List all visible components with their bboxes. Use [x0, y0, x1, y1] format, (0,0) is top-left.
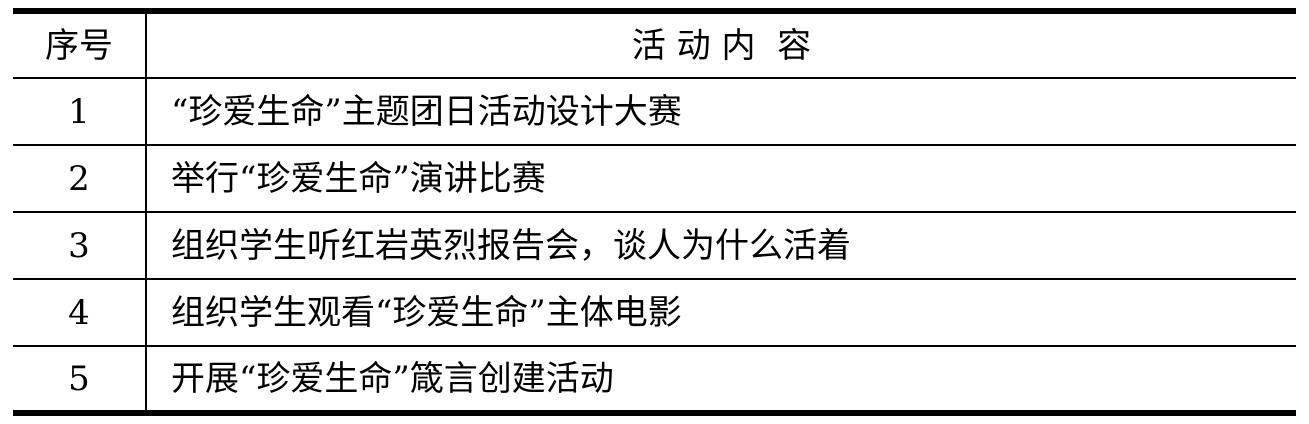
row-number: 4: [13, 279, 147, 346]
row-content: “珍爱生命”主题团日活动设计大赛: [171, 91, 682, 132]
header-content: 活 动 内 容: [146, 11, 1296, 78]
row-content: 组织学生观看“珍爱生命”主体电影: [171, 292, 682, 333]
header-number: 序号: [13, 11, 147, 78]
table-row: 2 举行“珍爱生命”演讲比赛: [13, 145, 1296, 212]
row-number: 5: [13, 346, 147, 413]
table-header: 序号 活 动 内 容: [13, 11, 1296, 78]
table-body: 1 “珍爱生命”主题团日活动设计大赛 2 举行“珍爱生命”演讲比赛 3 组织学生…: [13, 78, 1296, 413]
row-content: 举行“珍爱生命”演讲比赛: [171, 158, 546, 199]
table-row: 5 开展“珍爱生命”箴言创建活动: [13, 346, 1296, 413]
header-content-text: 活 动 内 容: [631, 25, 812, 66]
table-row: 4 组织学生观看“珍爱生命”主体电影: [13, 279, 1296, 346]
header-row: 序号 活 动 内 容: [13, 11, 1296, 78]
row-number: 2: [13, 145, 147, 212]
row-content: 开展“珍爱生命”箴言创建活动: [171, 358, 614, 399]
table-row: 1 “珍爱生命”主题团日活动设计大赛: [13, 78, 1296, 145]
row-content: 组织学生听红岩英烈报告会，谈人为什么活着: [171, 225, 851, 266]
table-row: 3 组织学生听红岩英烈报告会，谈人为什么活着: [13, 212, 1296, 279]
row-number: 3: [13, 212, 147, 279]
row-number: 1: [13, 78, 147, 145]
activity-table: 序号 活 动 内 容 1 “珍爱生命”主题团日活动设计大赛 2 举行“珍爱生命”…: [13, 8, 1296, 416]
